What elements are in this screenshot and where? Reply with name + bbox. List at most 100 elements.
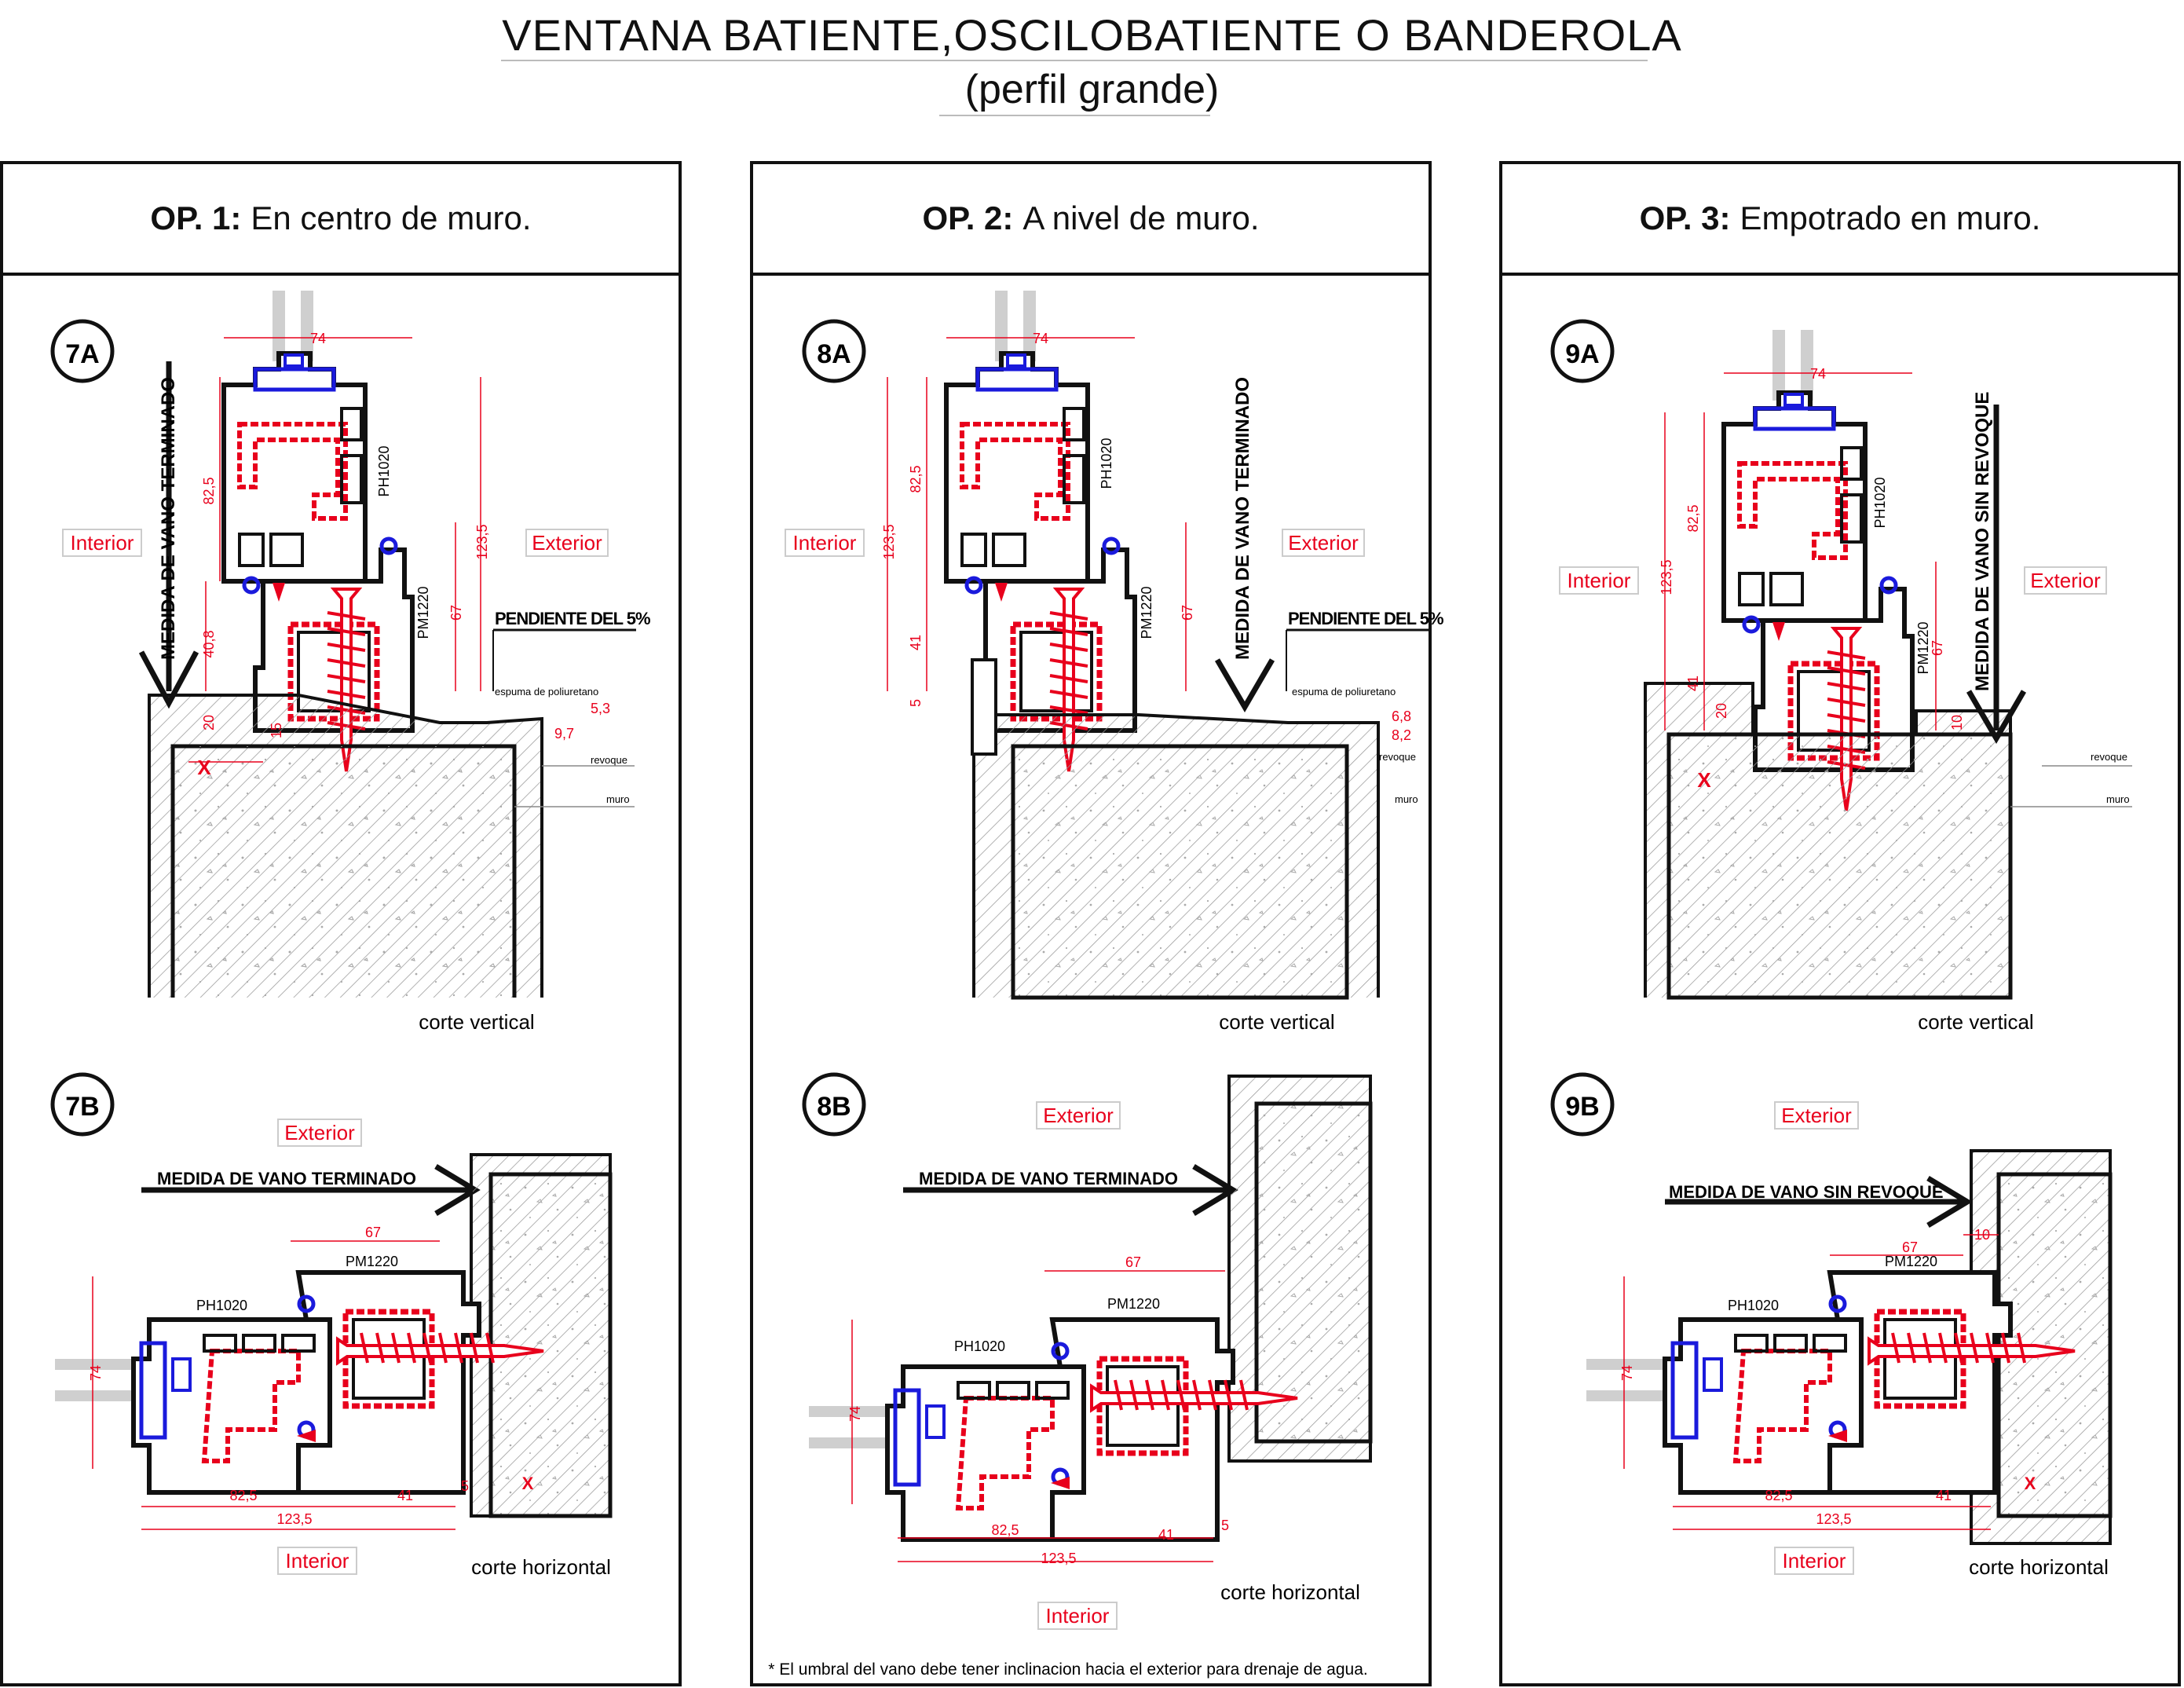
dim-20: 20	[1714, 703, 1729, 719]
exterior-label: Exterior	[2030, 569, 2101, 592]
pendiente-label: PENDIENTE DEL 5%	[1288, 609, 1443, 628]
dim-20: 20	[201, 715, 217, 730]
interior-label: Interior	[1568, 569, 1631, 592]
dim-82-5: 82,5	[229, 1488, 257, 1503]
dim-123-5: 123,5	[474, 524, 490, 559]
ph-label: PH1020	[376, 445, 392, 496]
x-mark: X	[522, 1474, 534, 1493]
dim-10: 10	[1949, 715, 1965, 730]
dim-41: 41	[908, 635, 924, 650]
revoque-label: revoque	[1379, 751, 1416, 763]
x-mark: X	[197, 756, 211, 779]
caption-vertical: corte vertical	[1219, 1010, 1334, 1034]
vano-label: MEDIDA DE VANO TERMINADO	[919, 1169, 1178, 1188]
dim-41: 41	[1936, 1488, 1952, 1503]
interior-label: Interior	[286, 1549, 349, 1573]
section-7b: 7B Exterior MEDIDA DE VANO TERMINADO 67 …	[50, 1072, 613, 1579]
pm-label: PM1220	[415, 586, 431, 639]
espuma-label: espuma de poliuretano	[1292, 686, 1396, 698]
caption-horizontal: corte horizontal	[1220, 1580, 1360, 1604]
pm-label: PM1220	[1139, 586, 1154, 639]
vano-label: MEDIDA DE VANO SIN REVOQUE	[1669, 1182, 1944, 1202]
title-main: VENTANA BATIENTE,OSCILOBATIENTE O BANDER…	[502, 10, 1682, 60]
dim-123-5: 123,5	[276, 1511, 312, 1527]
x-mark: X	[2025, 1474, 2036, 1493]
dim-10: 10	[1974, 1227, 1990, 1243]
muro-label: muro	[2106, 793, 2130, 805]
dim-74: 74	[1619, 1365, 1635, 1381]
exterior-label: Exterior	[1781, 1104, 1852, 1127]
option-number: OP. 3:	[1639, 200, 1731, 236]
dim-74: 74	[88, 1365, 104, 1381]
panel-op3: OP. 3: Empotrado en muro.	[1499, 161, 2181, 1686]
badge-label: 8B	[817, 1092, 851, 1122]
caption-vertical: corte vertical	[419, 1010, 534, 1034]
title-underline	[501, 60, 1648, 61]
dim-5: 5	[908, 699, 924, 707]
section-7a: 7A MEDIDA DE VANO TERMINADO Interior Ext…	[50, 291, 651, 1034]
dim-15: 15	[269, 723, 284, 738]
section-9b: 9B Exterior MEDIDA DE VANO SIN REVOQUE 6…	[1550, 1072, 2113, 1579]
dim-5: 5	[1221, 1518, 1229, 1533]
panel-header: OP. 1: En centro de muro.	[3, 164, 679, 276]
dim-67: 67	[1902, 1239, 1918, 1255]
dim-74: 74	[1033, 331, 1048, 346]
section-9a: 9A MEDIDA DE VANO SIN REVOQUE Interior E…	[1550, 319, 2132, 1034]
caption-horizontal: corte horizontal	[1969, 1555, 2109, 1579]
title-sub: (perfil grande)	[964, 67, 1220, 112]
ph-label: PH1020	[1728, 1298, 1779, 1313]
vano-label: MEDIDA DE VANO SIN REVOQUE	[1972, 392, 1993, 691]
dim-123-5: 123,5	[1659, 559, 1674, 595]
pm-label: PM1220	[1915, 621, 1931, 674]
option-title: A nivel de muro.	[1022, 200, 1260, 236]
dim-74: 74	[310, 331, 326, 346]
dim-67: 67	[1930, 640, 1945, 656]
espuma-label: espuma de poliuretano	[495, 686, 598, 698]
dim-67: 67	[1180, 605, 1195, 621]
interior-label: Interior	[793, 531, 857, 555]
ph-label: PH1020	[1099, 438, 1114, 489]
pm-label: PM1220	[1107, 1296, 1160, 1312]
badge-label: 7B	[65, 1092, 99, 1122]
badge-label: 7A	[65, 339, 99, 369]
ph-label: PH1020	[1872, 477, 1888, 528]
dim-40-8: 40,8	[201, 630, 217, 657]
dim-67: 67	[448, 605, 464, 621]
dim-67: 67	[1125, 1254, 1141, 1270]
panel-op2: OP. 2: A nivel de muro.	[750, 161, 1432, 1686]
dim-82-5: 82,5	[201, 477, 217, 504]
caption-horizontal: corte horizontal	[471, 1555, 611, 1579]
dim-82-5: 82,5	[1765, 1488, 1792, 1503]
interior-label: Interior	[1046, 1604, 1110, 1628]
muro-label: muro	[606, 793, 630, 805]
dim-82-5: 82,5	[991, 1522, 1019, 1538]
vano-label: MEDIDA DE VANO TERMINADO	[1232, 377, 1253, 660]
subtitle-underline	[939, 115, 1210, 116]
dim-5: 5	[461, 1478, 469, 1494]
dim-9-7: 9,7	[554, 726, 574, 741]
x-mark: X	[1697, 768, 1711, 792]
caption-vertical: corte vertical	[1918, 1010, 2033, 1034]
option-number: OP. 2:	[922, 200, 1014, 236]
dim-67: 67	[365, 1225, 381, 1240]
interior-label: Interior	[1783, 1549, 1846, 1573]
dim-8-2: 8,2	[1392, 727, 1411, 743]
exterior-label: Exterior	[284, 1121, 355, 1144]
panel-header: OP. 2: A nivel de muro.	[753, 164, 1429, 276]
revoque-label: revoque	[591, 754, 627, 766]
badge-label: 9B	[1565, 1092, 1599, 1122]
vano-label: MEDIDA DE VANO TERMINADO	[158, 377, 179, 660]
panel-header: OP. 3: Empotrado en muro.	[1502, 164, 2178, 276]
muro-label: muro	[1395, 793, 1418, 805]
dim-5-3: 5,3	[591, 701, 610, 716]
section-8a: 8A MEDIDA DE VANO TERMINADO Interior Ext…	[785, 291, 1444, 1034]
exterior-label: Exterior	[532, 531, 602, 555]
dim-41: 41	[397, 1488, 413, 1503]
dim-41: 41	[1158, 1527, 1174, 1543]
badge-label: 8A	[817, 339, 851, 369]
dim-41: 41	[1685, 676, 1701, 691]
option-number: OP. 1:	[150, 200, 242, 236]
ph-label: PH1020	[196, 1298, 247, 1313]
badge-label: 9A	[1565, 339, 1599, 369]
interior-label: Interior	[71, 531, 134, 555]
